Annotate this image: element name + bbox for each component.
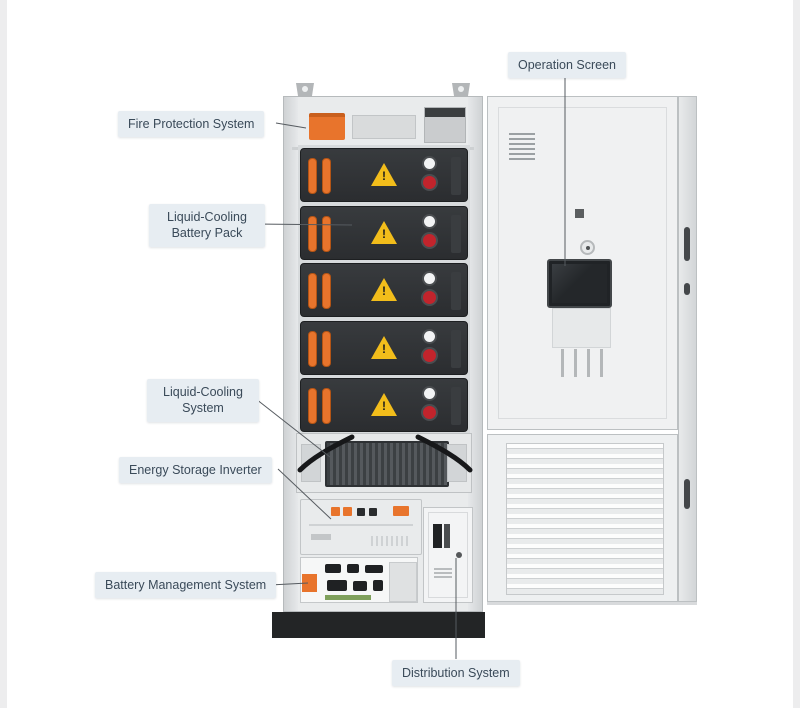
warning-triangle-icon [371,393,397,416]
inverter-port [357,508,365,516]
emergency-stop-button [423,176,436,189]
liquid-cooling-system [296,433,472,493]
cooling-side-block [447,444,467,482]
battery-handle [322,388,331,424]
battery-handle [308,273,317,309]
battery-module-1 [300,148,468,202]
battery-module-2 [300,206,468,260]
warning-triangle-icon [371,278,397,301]
label-operation-screen: Operation Screen [508,52,626,79]
status-indicator-white [424,158,435,169]
warning-triangle-icon [371,221,397,244]
cabinet-side-panel [678,96,697,602]
status-indicator-white [424,273,435,284]
bms-port [347,564,359,573]
hook-hole [302,86,308,92]
cabinet-lower-vent-panel [487,434,678,602]
breaker-top [425,108,465,117]
battery-module-3 [300,263,468,317]
battery-endcap [451,215,461,253]
cabinet-right-door [487,96,678,430]
status-indicator-white [424,388,435,399]
label-distribution: Distribution System [392,660,520,687]
label-bms: Battery Management System [95,572,277,599]
label-battery-pack: Liquid-Cooling Battery Pack [149,204,265,247]
lifting-hook-icon [452,83,470,97]
battery-handle [308,388,317,424]
status-indicator-white [424,216,435,227]
bms-port [327,580,347,591]
distribution-door-outline [428,512,468,598]
fire-protection-system [292,105,474,150]
cooling-grille [325,441,449,487]
cabinet-bottom-shadow [487,602,697,605]
distribution-vents [434,568,452,580]
battery-endcap [451,157,461,195]
battery-module-5 [300,378,468,432]
louver-grille [506,443,664,595]
lifting-hook-icon [296,83,314,97]
label-cooling-system: Liquid-Cooling System [147,379,259,422]
bms-connector [302,574,317,592]
inverter-connector [343,507,352,516]
door-hinge-handle [684,283,690,295]
inverter-port [369,508,377,516]
distribution-breaker [433,524,442,548]
operation-screen [547,259,612,308]
cabinet-base [272,612,485,638]
inverter-connector [331,507,340,516]
inverter-terminal [393,506,409,516]
battery-handle [308,331,317,367]
door-handle-slats [561,349,604,377]
fire-control-panel [352,115,416,139]
compartment-left-wall [284,97,298,611]
screen-bracket [552,308,611,348]
door-hinge-handle [684,479,690,509]
emergency-stop-button [423,234,436,247]
battery-management-system [300,557,418,603]
battery-module-4 [300,321,468,375]
battery-endcap [451,272,461,310]
battery-handle [322,158,331,194]
battery-endcap [451,330,461,368]
door-indicator-window [575,209,584,218]
battery-endcap [451,387,461,425]
battery-handle [322,273,331,309]
battery-handle [322,216,331,252]
cooling-side-block [301,444,321,482]
energy-storage-inverter [300,499,422,555]
inverter-vents [371,536,411,546]
inverter-seam [309,524,413,526]
door-vent-slots [509,133,535,160]
bms-port [325,564,341,573]
battery-handle [308,158,317,194]
fire-suppression-canister [309,113,345,140]
inverter-nameplate [311,534,331,540]
emergency-stop-button [423,349,436,362]
cabinet-left-compartment [283,83,483,612]
bms-circuit-board [325,595,371,600]
page-left-gutter [0,0,7,708]
door-lock-icon [580,240,595,255]
label-inverter: Energy Storage Inverter [119,457,272,484]
distribution-knob [456,552,462,558]
bms-port [365,565,383,573]
warning-triangle-icon [371,163,397,186]
bms-port [373,580,383,591]
status-indicator-white [424,331,435,342]
emergency-stop-button [423,291,436,304]
battery-handle [308,216,317,252]
page-right-gutter [793,0,800,708]
battery-handle [322,331,331,367]
warning-triangle-icon [371,336,397,359]
bms-cover [389,562,417,602]
distribution-breaker [444,524,450,548]
hook-hole [458,86,464,92]
bms-port [353,581,367,591]
emergency-stop-button [423,406,436,419]
fire-breaker-box [424,107,466,143]
distribution-system [423,507,473,603]
label-fire-protection: Fire Protection System [118,111,265,138]
door-hinge-handle [684,227,690,261]
